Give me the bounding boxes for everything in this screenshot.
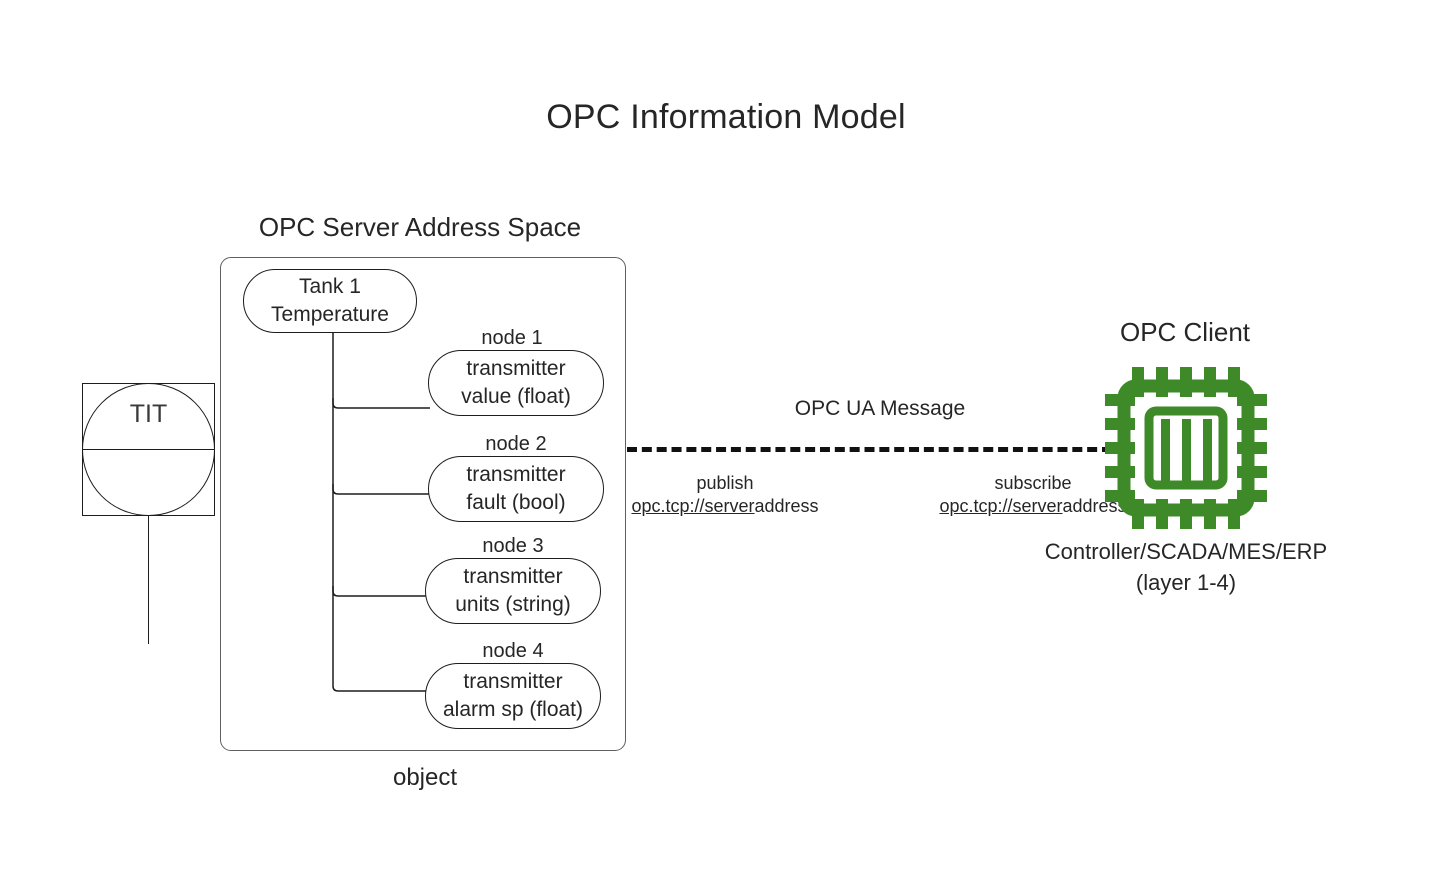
client-subtitle-line2: (layer 1-4) [1135,570,1237,595]
client-caption: OPC Client [1119,317,1251,347]
node-caption-1: node 1 [481,327,543,349]
node-2-line2: fault (bool) [466,491,566,514]
node-4-line2: alarm sp (float) [442,698,584,721]
subscribe-endpoint: subscribe opc.tcp://serveraddress [913,472,1153,518]
address-space-caption: OPC Server Address Space [258,212,582,242]
publish-url[interactable]: opc.tcp://serveraddress [605,495,845,518]
root-node-line1: Tank 1 [299,275,361,298]
instrument-stem-line [148,516,149,644]
node-pill-3[interactable]: transmitter units (string) [425,558,601,624]
cpu-chip-icon [1105,367,1267,529]
node-3-line2: units (string) [455,593,571,616]
publish-url-plain-part: address [754,496,819,516]
subscribe-url-link-part: opc.tcp://server [939,496,1063,516]
node-pill-4[interactable]: transmitter alarm sp (float) [425,663,601,729]
ua-message-dashed-connector [627,447,1112,452]
page-title: OPC Information Model [546,98,906,136]
node-caption-4: node 4 [482,640,544,662]
client-subtitle-line1: Controller/SCADA/MES/ERP [1044,539,1328,564]
node-2-line1: transmitter [466,463,566,486]
ua-message-label: OPC UA Message [794,397,966,420]
node-caption-3: node 3 [482,535,544,557]
publish-action-label: publish [696,473,754,493]
node-caption-2: node 2 [485,433,547,455]
node-1-line2: value (float) [461,385,571,408]
root-node-line2: Temperature [271,303,389,326]
node-3-line1: transmitter [463,565,563,588]
client-subtitle: Controller/SCADA/MES/ERP (layer 1-4) [1000,536,1372,598]
instrument-tag-label: TIT [129,400,168,428]
object-caption: object [392,764,458,791]
node-4-line1: transmitter [463,670,563,693]
node-pill-2[interactable]: transmitter fault (bool) [428,456,604,522]
node-pill-root[interactable]: Tank 1 Temperature [243,269,417,333]
publish-url-link-part: opc.tcp://server [631,496,755,516]
instrument-symbol-divider [82,449,215,450]
subscribe-action-label: subscribe [994,473,1072,493]
node-pill-1[interactable]: transmitter value (float) [428,350,604,416]
publish-endpoint: publish opc.tcp://serveraddress [605,472,845,518]
node-1-line1: transmitter [466,357,566,380]
